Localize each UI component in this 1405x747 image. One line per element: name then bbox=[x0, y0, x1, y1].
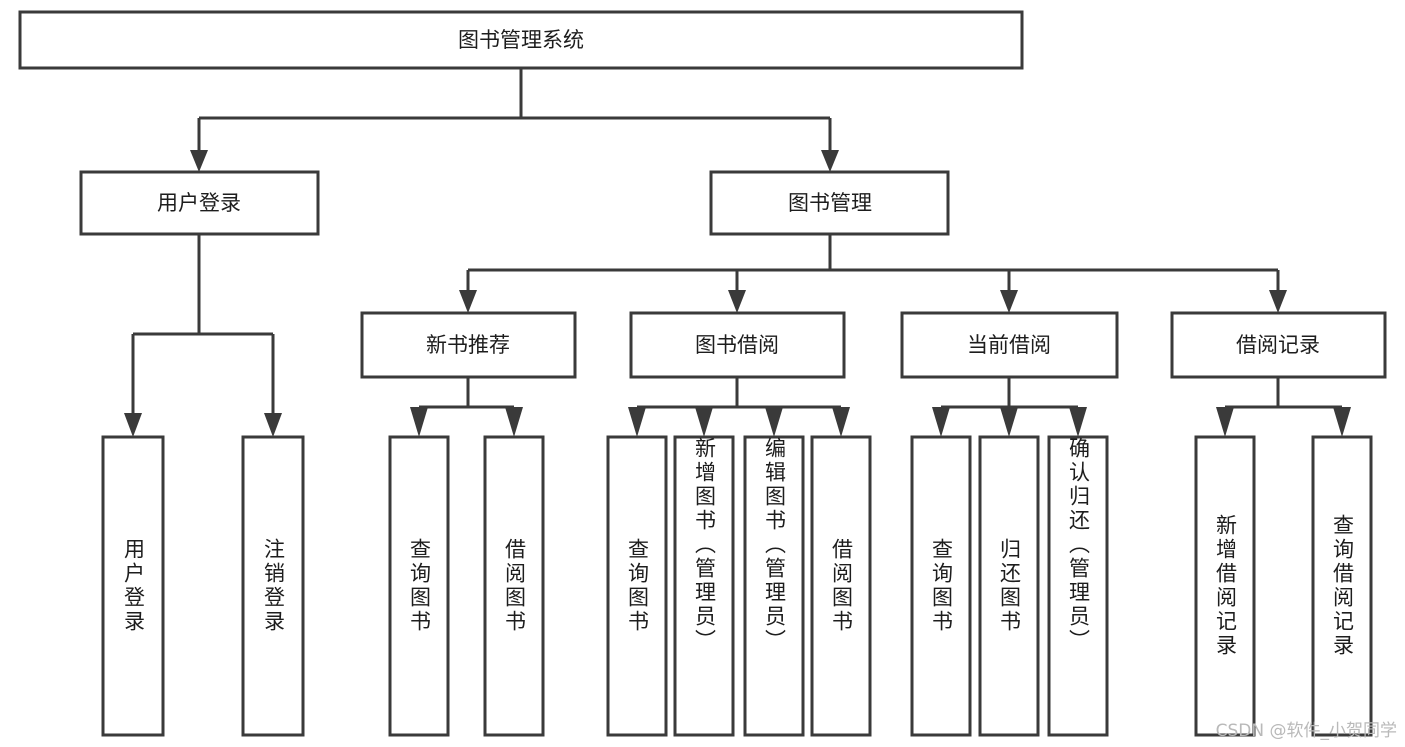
arrowhead-book-manage bbox=[821, 150, 839, 172]
arrowhead-ul-leaf-2 bbox=[264, 413, 282, 437]
leaf-box-user-login-1[interactable] bbox=[101, 435, 165, 737]
arrowhead-nb-leaf-1 bbox=[410, 407, 428, 437]
leaf-box-current-borrow-2[interactable] bbox=[978, 435, 1040, 737]
node-book-borrow-label: 图书借阅 bbox=[695, 333, 779, 357]
node-user-login-label: 用户登录 bbox=[157, 191, 241, 215]
leaf-box-borrow-record-2[interactable] bbox=[1311, 435, 1373, 737]
arrowhead-cb-leaf-3 bbox=[1069, 407, 1087, 437]
arrowhead-book-borrow bbox=[728, 290, 746, 313]
arrowhead-user-login bbox=[190, 150, 208, 172]
node-book-manage-box[interactable] bbox=[709, 170, 950, 236]
leaf-box-book-borrow-3[interactable] bbox=[743, 435, 805, 737]
arrowhead-br-leaf-1 bbox=[1216, 407, 1234, 437]
leaf-box-new-book-1[interactable] bbox=[388, 435, 450, 737]
arrowhead-bb-leaf-1 bbox=[628, 407, 646, 437]
arrowhead-bb-leaf-3 bbox=[765, 407, 783, 437]
leaf-box-current-borrow-3[interactable] bbox=[1047, 435, 1109, 737]
node-current-borrow-box[interactable] bbox=[900, 311, 1119, 379]
node-current-borrow-label: 当前借阅 bbox=[967, 333, 1051, 357]
leaf-box-book-borrow-1[interactable] bbox=[606, 435, 668, 737]
leaf-box-current-borrow-1[interactable] bbox=[910, 435, 972, 737]
leaf-box-new-book-2[interactable] bbox=[483, 435, 545, 737]
leaf-box-user-login-2[interactable] bbox=[241, 435, 305, 737]
node-user-login-box[interactable] bbox=[79, 170, 320, 236]
leaf-box-book-borrow-4[interactable] bbox=[810, 435, 872, 737]
node-root-box[interactable] bbox=[18, 10, 1024, 70]
arrowhead-ul-leaf-1 bbox=[124, 413, 142, 437]
arrowhead-new-book bbox=[459, 290, 477, 313]
node-borrow-record-box[interactable] bbox=[1170, 311, 1387, 379]
arrowhead-bb-leaf-2 bbox=[695, 407, 713, 437]
node-group: 图书管理系统 用户登录 图书管理 新书推荐 图书借阅 当前借阅 借阅记录 bbox=[18, 10, 1387, 737]
node-book-manage-label: 图书管理 bbox=[788, 191, 872, 215]
arrowhead-borrow-record bbox=[1269, 290, 1287, 313]
arrowhead-bb-leaf-4 bbox=[832, 407, 850, 437]
arrowhead-br-leaf-2 bbox=[1333, 407, 1351, 437]
node-borrow-record-label: 借阅记录 bbox=[1236, 333, 1320, 357]
node-new-book-box[interactable] bbox=[360, 311, 577, 379]
csdn-watermark: CSDN @软件_小贺同学 bbox=[1215, 721, 1397, 741]
connector-group bbox=[124, 68, 1351, 437]
arrowhead-nb-leaf-2 bbox=[505, 407, 523, 437]
arrowhead-current-borrow bbox=[1000, 290, 1018, 313]
leaf-box-book-borrow-2[interactable] bbox=[673, 435, 735, 737]
leaf-box-borrow-record-1[interactable] bbox=[1194, 435, 1256, 737]
arrowhead-cb-leaf-1 bbox=[932, 407, 950, 437]
node-root-label: 图书管理系统 bbox=[458, 28, 584, 52]
node-new-book-label: 新书推荐 bbox=[426, 333, 510, 357]
node-book-borrow-box[interactable] bbox=[629, 311, 846, 379]
arrowhead-cb-leaf-2 bbox=[1000, 407, 1018, 437]
